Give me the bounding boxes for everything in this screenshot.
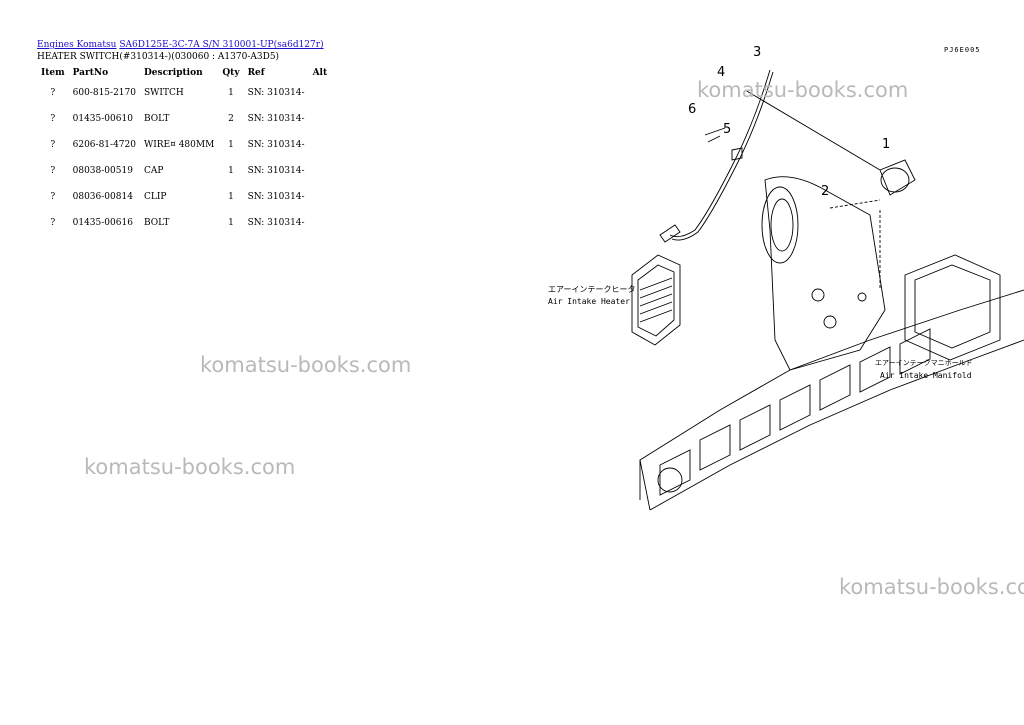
- cell-item: ?: [50, 166, 56, 176]
- cell-description: BOLT: [143, 114, 170, 124]
- cell-partno: 08036-00814: [72, 192, 133, 202]
- callout-6: 6: [688, 102, 696, 117]
- cell-qty: 1: [228, 140, 234, 150]
- col-header-ref: Ref: [247, 68, 265, 78]
- label-air-intake-manifold-jp: エアーインテークマニホールド: [875, 359, 973, 367]
- cell-qty: 1: [228, 166, 234, 176]
- diagram-code: PJ6E005: [944, 46, 981, 54]
- page-title: HEATER SWITCH(#310314-)(030060 : A1370-A…: [37, 52, 280, 62]
- cell-item: ?: [50, 114, 56, 124]
- col-header-partno: PartNo: [72, 68, 109, 78]
- cell-description: CAP: [143, 166, 164, 176]
- col-header-description: Description: [143, 68, 203, 78]
- cell-item: ?: [50, 218, 56, 228]
- breadcrumb-link-model[interactable]: SA6D125E-3C-7A S/N 310001-UP(sa6d127r): [119, 40, 324, 50]
- breadcrumb-link-engines[interactable]: Engines Komatsu: [37, 40, 117, 50]
- table-row: ? 08036-00814 CLIP 1 SN: 310314-: [37, 184, 331, 210]
- cell-partno: 01435-00610: [72, 114, 133, 124]
- table-row: ? 01435-00616 BOLT 1 SN: 310314-: [37, 210, 331, 236]
- cell-ref: SN: 310314-: [247, 140, 305, 150]
- cell-item: ?: [50, 192, 56, 202]
- cell-ref: SN: 310314-: [247, 218, 305, 228]
- table-row: ? 01435-00610 BOLT 2 SN: 310314-: [37, 106, 331, 132]
- label-air-intake-manifold-en: Air Intake Manifold: [880, 371, 972, 380]
- watermark: komatsu-books.com: [200, 353, 412, 377]
- cell-ref: SN: 310314-: [247, 166, 305, 176]
- table-row: ? 6206-81-4720 WIRE¤ 480MM 1 SN: 310314-: [37, 132, 331, 158]
- cell-qty: 1: [228, 88, 234, 98]
- parts-diagram: 1 2 3 4 5 6 エアーインテークヒータ Air Intake Heate…: [548, 45, 1024, 511]
- callout-4: 4: [717, 65, 725, 80]
- cell-ref: SN: 310314-: [247, 192, 305, 202]
- cell-description: SWITCH: [143, 88, 184, 98]
- cell-alt: [309, 132, 332, 158]
- watermark: komatsu-books.com: [839, 575, 1024, 599]
- cell-qty: 1: [228, 192, 234, 202]
- cell-alt: [309, 184, 332, 210]
- label-air-intake-heater-en: Air Intake Heater: [548, 297, 630, 306]
- cell-partno: 01435-00616: [72, 218, 133, 228]
- table-row: ? 600-815-2170 SWITCH 1 SN: 310314-: [37, 80, 331, 106]
- cell-item: ?: [50, 88, 56, 98]
- cell-alt: [309, 158, 332, 184]
- col-header-alt: Alt: [312, 68, 328, 78]
- table-row: ? 08038-00519 CAP 1 SN: 310314-: [37, 158, 331, 184]
- cell-alt: [309, 80, 332, 106]
- cell-alt: [309, 106, 332, 132]
- cell-partno: 600-815-2170: [72, 88, 136, 98]
- callout-3: 3: [753, 45, 761, 60]
- cell-description: WIRE¤ 480MM: [143, 140, 215, 150]
- callout-2: 2: [821, 184, 829, 199]
- breadcrumb: Engines Komatsu SA6D125E-3C-7A S/N 31000…: [37, 40, 324, 50]
- cell-description: BOLT: [143, 218, 170, 228]
- cell-item: ?: [50, 140, 56, 150]
- callout-5: 5: [723, 122, 731, 137]
- cell-ref: SN: 310314-: [247, 88, 305, 98]
- parts-table: Item PartNo Description Qty Ref Alt ? 60…: [37, 66, 331, 236]
- cell-partno: 08038-00519: [72, 166, 133, 176]
- table-header-row: Item PartNo Description Qty Ref Alt: [37, 66, 331, 80]
- cell-partno: 6206-81-4720: [72, 140, 136, 150]
- label-air-intake-heater-jp: エアーインテークヒータ: [548, 285, 636, 294]
- col-header-item: Item: [41, 68, 65, 78]
- cell-qty: 2: [228, 114, 234, 124]
- cell-ref: SN: 310314-: [247, 114, 305, 124]
- col-header-qty: Qty: [222, 68, 240, 78]
- watermark: komatsu-books.com: [697, 78, 909, 102]
- watermark: komatsu-books.com: [84, 455, 296, 479]
- callout-1: 1: [882, 137, 890, 152]
- cell-qty: 1: [228, 218, 234, 228]
- cell-description: CLIP: [143, 192, 167, 202]
- cell-alt: [309, 210, 332, 236]
